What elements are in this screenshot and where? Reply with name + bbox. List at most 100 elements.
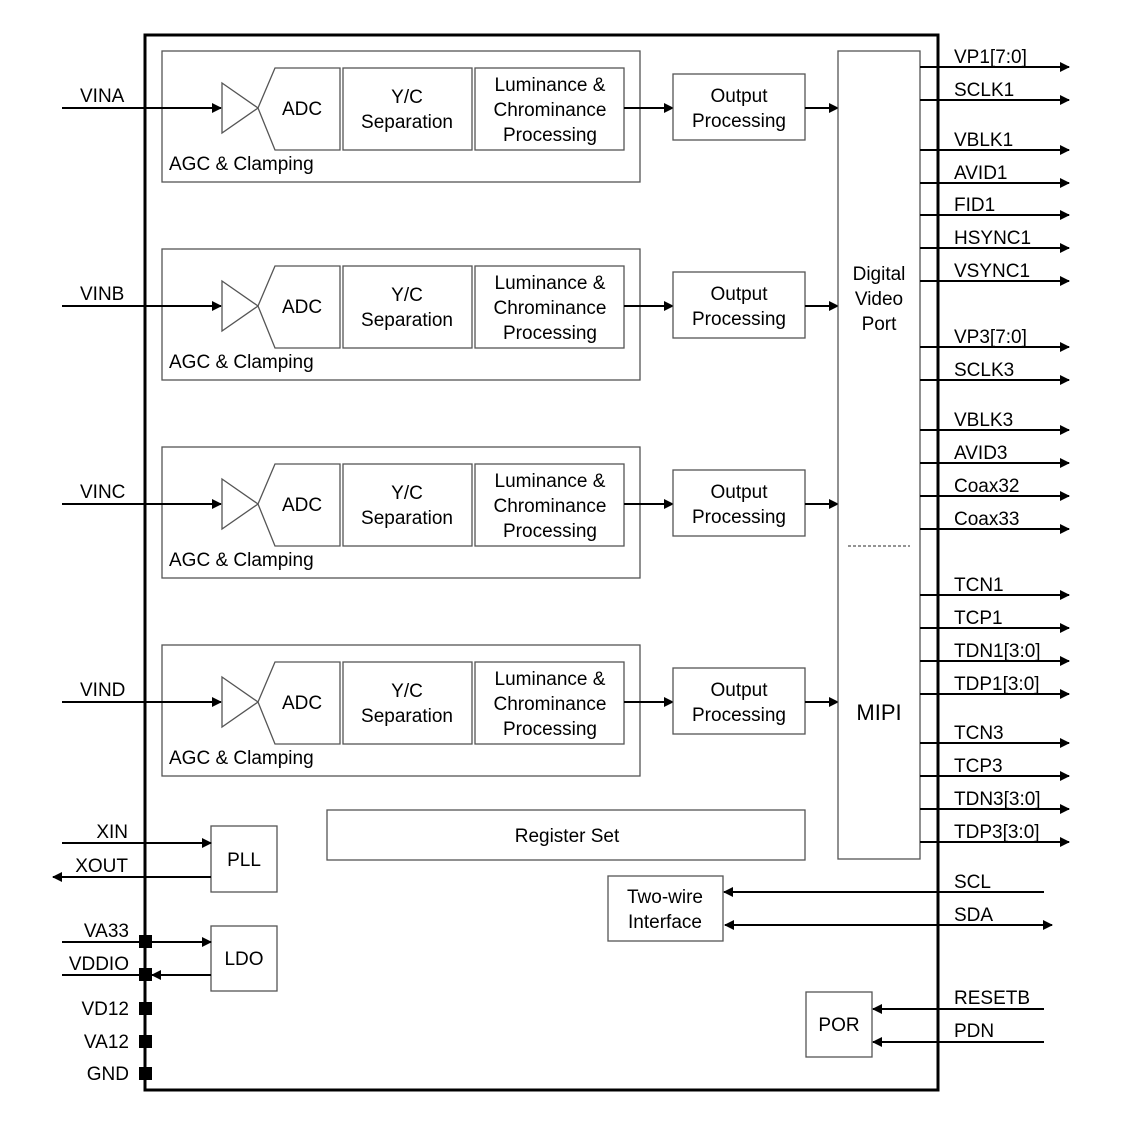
output-pin-label: VP3[7:0]	[954, 327, 1027, 348]
output-pin-dvp: AVID1	[920, 163, 1070, 188]
agc-clamping-label: AGC & Clamping	[169, 550, 314, 571]
output-pin-label: VBLK1	[954, 130, 1013, 151]
output-processing-label-2: Processing	[692, 507, 786, 528]
register-set-label: Register Set	[515, 826, 620, 847]
va12-label: VA12	[84, 1032, 129, 1053]
two-wire-label-2: Interface	[628, 912, 702, 933]
yc-separation-block	[342, 463, 473, 547]
output-pin-dvp: SCLK3	[920, 360, 1070, 385]
yc-separation-block	[342, 661, 473, 745]
luma-chroma-label-2: Chrominance	[494, 100, 607, 121]
adc-label: ADC	[282, 693, 322, 714]
scl-label: SCL	[954, 872, 991, 893]
input-pin-label: VINA	[80, 86, 125, 107]
amplifier-icon	[221, 81, 260, 135]
luma-chroma-processing-block	[474, 661, 625, 745]
output-pin-mipi: TDP3[3:0]	[920, 822, 1070, 847]
luma-chroma-label-3: Processing	[503, 719, 597, 740]
output-pin-mipi: TDN1[3:0]	[920, 641, 1070, 666]
yc-label-1: Y/C	[391, 681, 423, 702]
output-pin-label: AVID1	[954, 163, 1008, 184]
output-processing-label-1: Output	[710, 86, 768, 107]
output-pin-dvp: FID1	[920, 195, 1070, 220]
luma-chroma-label-1: Luminance &	[495, 75, 606, 96]
output-pin-label: AVID3	[954, 443, 1008, 464]
output-pin-label: SCLK3	[954, 360, 1014, 381]
dvp-label-3: Port	[862, 314, 898, 335]
va33-pad	[139, 935, 152, 948]
output-pin-label: VSYNC1	[954, 261, 1030, 282]
va33-label: VA33	[84, 921, 129, 942]
output-pin-dvp: VSYNC1	[920, 261, 1070, 286]
output-pin-dvp: AVID3	[920, 443, 1070, 468]
output-pin-dvp: HSYNC1	[920, 228, 1070, 253]
amplifier-icon	[221, 279, 260, 333]
output-pin-label: TDP3[3:0]	[954, 822, 1040, 843]
resetb-label: RESETB	[954, 988, 1030, 1009]
amplifier-icon	[221, 477, 260, 531]
agc-clamping-label: AGC & Clamping	[169, 748, 314, 769]
adc-block	[257, 463, 341, 547]
vd12-pad	[139, 1002, 152, 1015]
output-processing-label-1: Output	[710, 680, 768, 701]
vddio-pad	[139, 968, 152, 981]
luma-chroma-label-3: Processing	[503, 323, 597, 344]
ldo-block: LDO	[210, 925, 278, 992]
adc-block	[257, 265, 341, 349]
gnd-pad	[139, 1067, 152, 1080]
output-pin-label: TDN3[3:0]	[954, 789, 1041, 810]
ldo-label: LDO	[224, 949, 263, 970]
adc-block	[257, 67, 341, 151]
output-pin-dvp: VBLK3	[920, 410, 1070, 435]
output-processing-label-2: Processing	[692, 111, 786, 132]
output-pin-mipi: TCP1	[920, 608, 1070, 633]
output-pin-mipi: TCN3	[920, 723, 1070, 748]
mipi-label: MIPI	[856, 700, 901, 725]
agc-clamping-label: AGC & Clamping	[169, 352, 314, 373]
output-pin-label: HSYNC1	[954, 228, 1031, 249]
yc-label-1: Y/C	[391, 285, 423, 306]
sda-label: SDA	[954, 905, 993, 926]
luma-chroma-label-1: Luminance &	[495, 669, 606, 690]
vddio-label: VDDIO	[69, 954, 129, 975]
output-pin-label: FID1	[954, 195, 995, 216]
adc-label: ADC	[282, 99, 322, 120]
luma-chroma-label-2: Chrominance	[494, 694, 607, 715]
output-processing-block	[672, 469, 806, 537]
adc-block	[257, 661, 341, 745]
por-label: POR	[818, 1015, 859, 1036]
output-pin-dvp: VBLK1	[920, 130, 1070, 155]
output-pin-label: Coax33	[954, 509, 1020, 530]
luma-chroma-label-2: Chrominance	[494, 496, 607, 517]
yc-separation-block	[342, 67, 473, 151]
output-pin-label: VP1[7:0]	[954, 47, 1027, 68]
two-wire-interface-block: Two-wire Interface	[607, 875, 724, 942]
output-pin-label: SCLK1	[954, 80, 1014, 101]
output-processing-label-1: Output	[710, 284, 768, 305]
output-pin-label: TCN3	[954, 723, 1004, 744]
yc-label-2: Separation	[361, 508, 453, 529]
adc-label: ADC	[282, 297, 322, 318]
output-processing-block	[672, 667, 806, 735]
input-pin-label: VINB	[80, 284, 124, 305]
xin-label: XIN	[96, 822, 128, 843]
por-block: POR	[805, 991, 873, 1058]
output-pin-dvp: VP1[7:0]	[920, 47, 1070, 72]
two-wire-label-1: Two-wire	[627, 887, 703, 908]
pll-block: PLL	[210, 825, 278, 893]
output-pin-mipi: TDP1[3:0]	[920, 674, 1070, 699]
chip-outline	[143, 33, 940, 1092]
output-processing-label-2: Processing	[692, 309, 786, 330]
pdn-label: PDN	[954, 1021, 994, 1042]
adc-label: ADC	[282, 495, 322, 516]
output-processing-label-2: Processing	[692, 705, 786, 726]
output-pin-label: TDN1[3:0]	[954, 641, 1041, 662]
output-pin-label: TCP1	[954, 608, 1003, 629]
yc-separation-block	[342, 265, 473, 349]
yc-label-2: Separation	[361, 112, 453, 133]
yc-label-1: Y/C	[391, 87, 423, 108]
output-pin-dvp: Coax33	[920, 509, 1070, 534]
